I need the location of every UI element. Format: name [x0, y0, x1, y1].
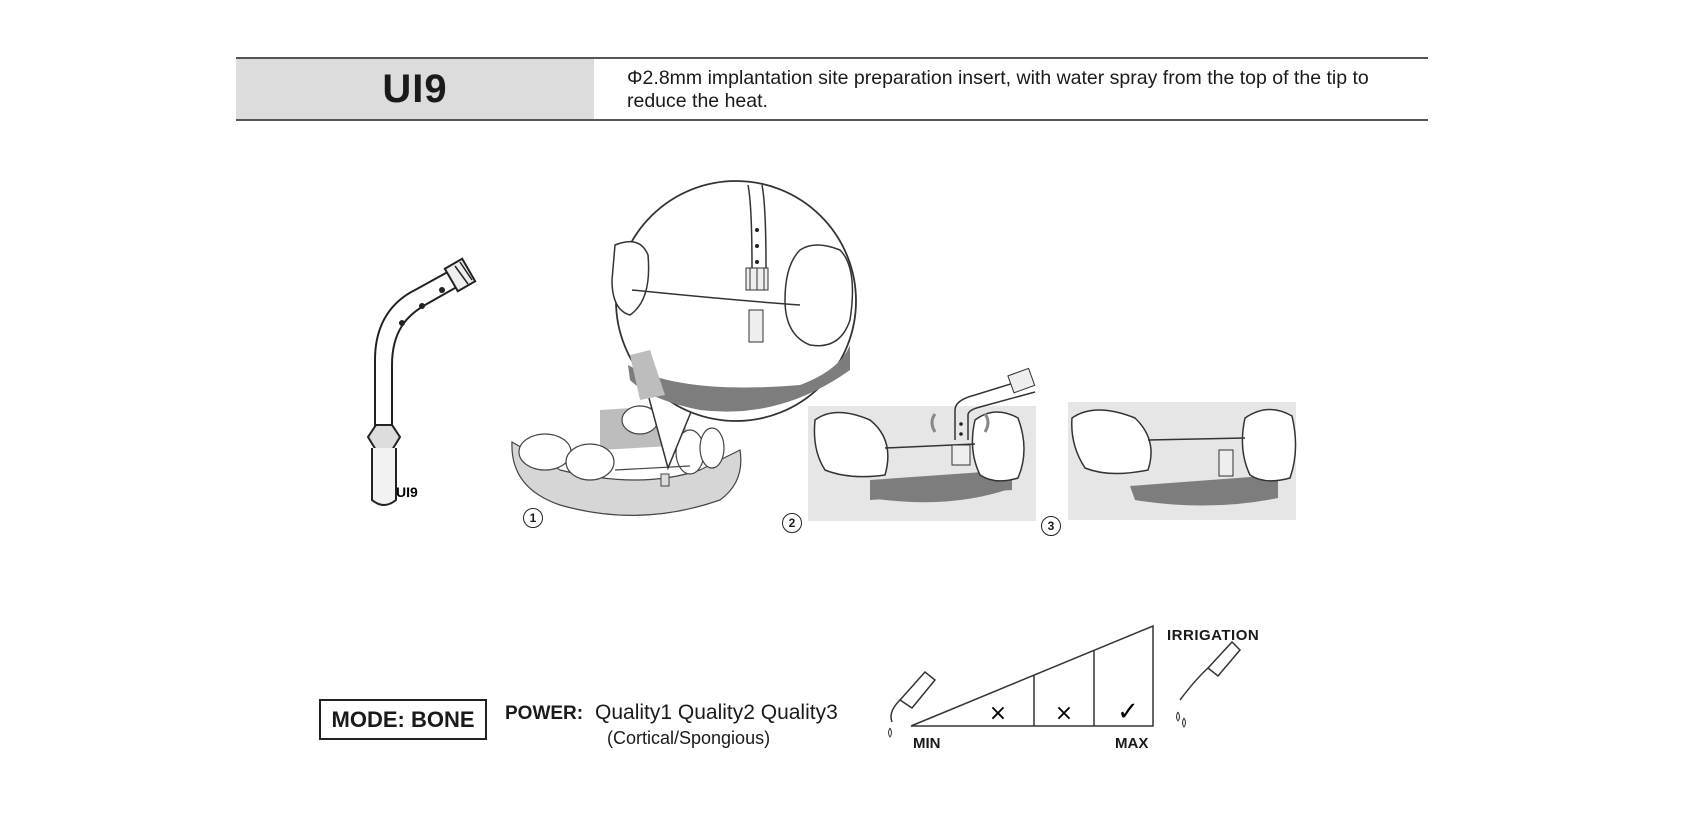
mode-badge: MODE: BONE: [319, 699, 487, 740]
step-2-number: 2: [782, 513, 802, 533]
insert-label: UI9: [396, 484, 418, 500]
step-3-illustration: [1068, 402, 1297, 520]
irrigation-mark-3: ✓: [1117, 697, 1139, 727]
power-label: POWER:: [505, 703, 584, 724]
insert-tip-illustration: [366, 257, 477, 506]
max-label: MAX: [1115, 735, 1149, 752]
irrigation-gauge: [888, 624, 1242, 738]
min-label: MIN: [913, 735, 941, 752]
irrigation-mark-1: ×: [989, 701, 1007, 726]
irrigation-mark-2: ×: [1055, 701, 1073, 726]
step-3-number: 3: [1041, 516, 1061, 536]
step-2-illustration: [808, 367, 1036, 521]
header-band: UI9 Φ2.8mm implantation site preparation…: [236, 57, 1428, 121]
magnified-detail: [611, 180, 857, 422]
step-1-number: 1: [523, 508, 543, 528]
power-values: Quality1 Quality2 Quality3: [595, 701, 838, 724]
power-subtitle: (Cortical/Spongious): [607, 728, 771, 748]
irrigation-label: IRRIGATION: [1167, 627, 1260, 644]
product-description: Φ2.8mm implantation site preparation ins…: [627, 67, 1369, 112]
model-name: UI9: [236, 59, 594, 119]
